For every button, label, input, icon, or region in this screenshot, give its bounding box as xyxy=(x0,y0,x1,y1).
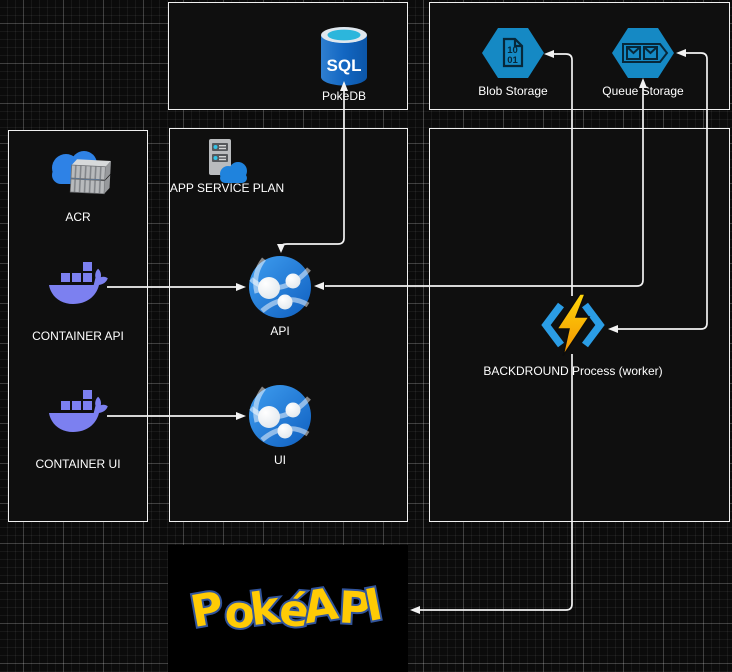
node-pokedb-label: PokeDB xyxy=(321,89,367,103)
node-app-service-plan-label: APP SERVICE PLAN xyxy=(169,181,285,195)
node-container-ui[interactable] xyxy=(46,387,112,446)
node-background-worker-label: BACKDROUND Process (worker) xyxy=(483,364,663,378)
blob-storage-icon: 10 01 xyxy=(482,28,544,78)
pokeapi-box[interactable] xyxy=(168,545,408,672)
pokeapi-logo: PokéAPI xyxy=(185,575,387,644)
node-acr-label: ACR xyxy=(65,210,91,224)
sql-database-icon: SQL xyxy=(321,27,367,86)
node-api-label: API xyxy=(270,324,290,338)
node-background-worker[interactable] xyxy=(540,293,606,361)
node-pokedb[interactable]: SQL xyxy=(320,26,368,91)
node-pokeapi-logo[interactable]: PokéAPI xyxy=(178,568,398,653)
node-api[interactable] xyxy=(248,255,312,324)
pokeapi-logo-text: PokéAPI xyxy=(187,577,385,642)
node-ui[interactable] xyxy=(248,384,312,453)
node-app-service-plan[interactable] xyxy=(206,138,248,189)
node-container-ui-label: CONTAINER UI xyxy=(35,457,121,471)
node-container-api-label: CONTAINER API xyxy=(32,329,124,343)
node-container-api[interactable] xyxy=(46,259,112,318)
docker-whale-icon xyxy=(49,390,108,432)
blob-icon-binary-2: 01 xyxy=(507,55,518,66)
queue-storage-icon xyxy=(612,28,674,78)
blob-icon-binary-1: 10 xyxy=(507,45,518,56)
docker-whale-icon xyxy=(49,262,108,304)
node-queue-storage-label: Queue Storage xyxy=(602,84,684,98)
node-acr[interactable] xyxy=(44,146,112,207)
app-service-plan-icon xyxy=(209,139,247,183)
node-blob-storage-label: Blob Storage xyxy=(478,84,548,98)
container-registry-icon xyxy=(52,151,111,195)
app-service-globe-icon xyxy=(249,256,311,318)
node-queue-storage[interactable] xyxy=(611,27,675,84)
arrowhead-into-pokeapi-right xyxy=(410,606,420,614)
app-service-globe-icon xyxy=(249,385,311,447)
sql-icon-text: SQL xyxy=(327,56,362,75)
node-ui-label: UI xyxy=(274,453,286,467)
azure-functions-icon xyxy=(541,293,605,357)
group-box-containers[interactable] xyxy=(8,130,148,522)
node-blob-storage[interactable]: 10 01 xyxy=(481,27,545,84)
